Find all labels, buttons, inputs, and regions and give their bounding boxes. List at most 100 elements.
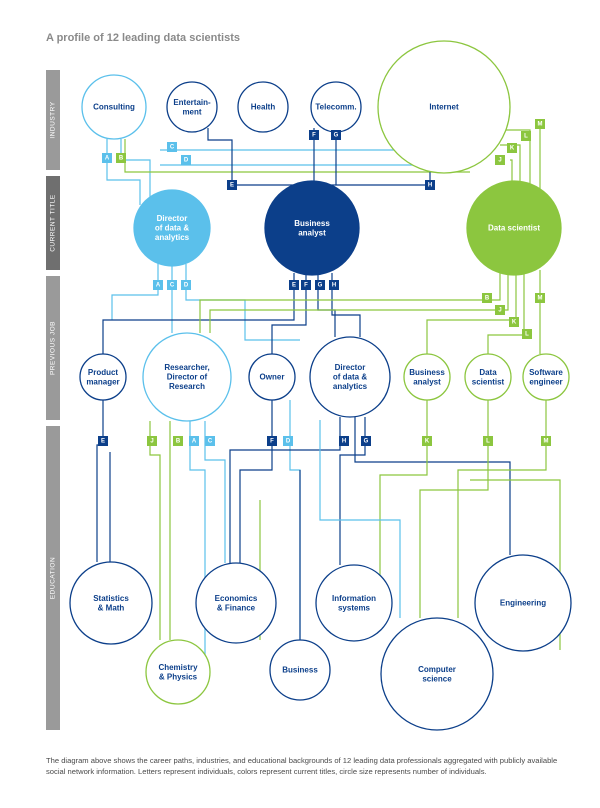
- tag-letter: C: [170, 144, 175, 150]
- node-circle: [522, 353, 570, 401]
- node-health: Health: [237, 81, 289, 133]
- node-circle: [464, 353, 512, 401]
- tag-box: [495, 305, 505, 315]
- node-circle: [195, 562, 277, 644]
- tag-H: H: [425, 180, 435, 190]
- tag-letter: J: [498, 307, 501, 313]
- tag-letter: H: [342, 438, 346, 444]
- tag-box: [227, 180, 237, 190]
- link-line: [331, 273, 361, 337]
- tag-G: G: [331, 130, 341, 140]
- tag-box: [167, 142, 177, 152]
- tag-letter: C: [170, 282, 175, 288]
- tag-J: J: [147, 436, 157, 446]
- node-label: science: [422, 674, 452, 683]
- tag-letter: K: [510, 145, 515, 151]
- node-circle: [145, 639, 211, 705]
- node-circle: [142, 332, 232, 422]
- tag-E: E: [98, 436, 108, 446]
- tag-letter: A: [156, 282, 161, 288]
- tag-letter: H: [428, 182, 432, 188]
- tag-A: A: [189, 436, 199, 446]
- node-label: Director of: [167, 373, 208, 382]
- tag-box: [116, 153, 126, 163]
- link-line: [102, 273, 295, 354]
- tag-box: [315, 280, 325, 290]
- tag-box: [289, 280, 299, 290]
- tag-letter: J: [150, 438, 153, 444]
- band-previous: PREVIOUS JOB: [46, 276, 60, 420]
- tag-G: G: [361, 436, 371, 446]
- node-label: & Finance: [217, 603, 256, 612]
- tag-letter: C: [208, 438, 213, 444]
- tag-box: [483, 436, 493, 446]
- tag-letter: M: [538, 121, 543, 127]
- tag-F: F: [301, 280, 311, 290]
- node-label: Business: [282, 666, 318, 675]
- diagram-caption: The diagram above shows the career paths…: [46, 756, 558, 776]
- node-label: Health: [251, 103, 276, 112]
- tag-box: [339, 436, 349, 446]
- tag-B: B: [116, 153, 126, 163]
- tag-letter: E: [230, 182, 234, 188]
- tag-letter: K: [512, 319, 517, 325]
- tag-B: B: [173, 436, 183, 446]
- node-label: Product: [88, 368, 119, 377]
- tag-letter: B: [119, 155, 124, 161]
- tag-letter: A: [105, 155, 110, 161]
- tag-letter: B: [176, 438, 181, 444]
- link-line: [426, 274, 517, 354]
- node-label: of data &: [155, 224, 189, 233]
- node-label: Entertain-: [173, 98, 211, 107]
- link-line: [207, 128, 300, 186]
- node-label: Computer: [418, 665, 456, 674]
- node-label: Director: [335, 363, 366, 372]
- tag-box: [173, 436, 183, 446]
- tag-L: L: [521, 131, 531, 141]
- tag-letter: G: [364, 438, 369, 444]
- node-label: Data: [479, 368, 497, 377]
- link-line: [229, 417, 341, 563]
- tag-letter: D: [184, 282, 189, 288]
- tag-box: [422, 436, 432, 446]
- tag-L: L: [483, 436, 493, 446]
- link-line: [209, 272, 509, 333]
- tag-letter: D: [184, 157, 189, 163]
- tag-letter: L: [486, 438, 490, 444]
- band-label-previous: PREVIOUS JOB: [50, 321, 57, 375]
- node-circle: [380, 617, 494, 731]
- tag-letter: F: [304, 282, 308, 288]
- node-label: scientist: [472, 377, 505, 386]
- tag-box: [181, 155, 191, 165]
- node-label: Engineering: [500, 599, 546, 608]
- tag-letter: L: [525, 331, 529, 337]
- tag-box: [425, 180, 435, 190]
- tag-box: [205, 436, 215, 446]
- tag-box: [267, 436, 277, 446]
- tag-letter: K: [425, 438, 430, 444]
- tag-box: [102, 153, 112, 163]
- page-title: A profile of 12 leading data scientists: [46, 32, 240, 44]
- tag-M: M: [535, 293, 545, 303]
- link-line: [185, 264, 300, 341]
- tag-A: A: [102, 153, 112, 163]
- tag-C: C: [205, 436, 215, 446]
- tag-box: [309, 130, 319, 140]
- link-line: [111, 260, 159, 320]
- node-label: manager: [86, 377, 119, 386]
- node-business: Business: [269, 639, 331, 701]
- tag-letter: M: [538, 295, 543, 301]
- tag-letter: E: [101, 438, 105, 444]
- node-label: systems: [338, 603, 371, 612]
- tag-letter: B: [485, 295, 490, 301]
- tag-letter: F: [312, 132, 316, 138]
- node-circle: [309, 336, 391, 418]
- tag-E: E: [289, 280, 299, 290]
- node-label: Chemistry: [158, 663, 198, 672]
- tag-box: [98, 436, 108, 446]
